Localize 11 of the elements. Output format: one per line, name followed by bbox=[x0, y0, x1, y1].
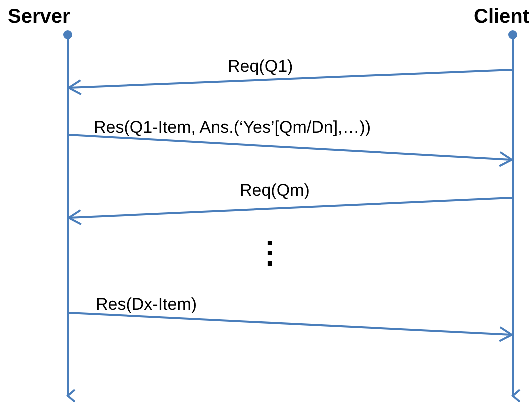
message-arrow bbox=[68, 197, 512, 226]
message-arrow bbox=[68, 69, 512, 96]
message-label: Res(Q1-Item, Ans.(‘Yes’[Qm/Dn],…)) bbox=[94, 118, 372, 137]
message-label: Res(Dx-Item) bbox=[96, 295, 198, 314]
message-label: Req(Qm) bbox=[240, 181, 310, 200]
message-label: Req(Q1) bbox=[228, 57, 294, 76]
participant-heading: Client bbox=[474, 6, 529, 28]
participant-heading: Server bbox=[8, 6, 70, 28]
message-arrow bbox=[68, 134, 513, 168]
continuation-ellipsis: ⋮ bbox=[255, 236, 285, 272]
message-arrow bbox=[68, 312, 513, 342]
